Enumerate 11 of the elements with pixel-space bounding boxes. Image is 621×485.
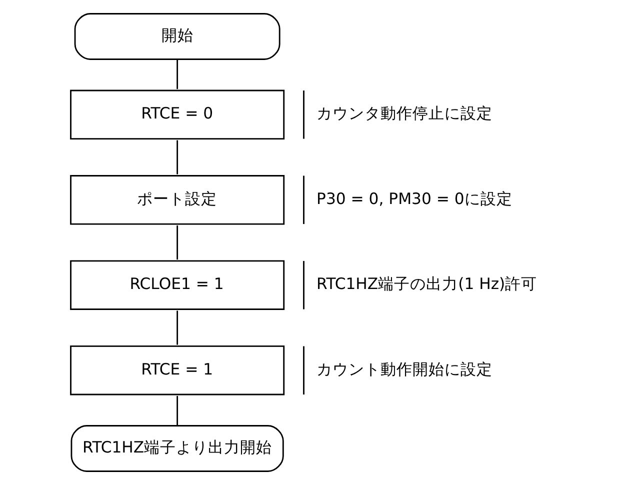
connector	[176, 59, 178, 90]
connector	[176, 310, 178, 345]
node-box: RTC1HZ端子より出力開始	[70, 425, 284, 472]
connector	[176, 396, 178, 426]
node-label: P30 = 0, PM30 = 0に設定	[316, 190, 512, 208]
node-label: カウント動作開始に設定	[316, 360, 493, 378]
node-box: 開始	[74, 13, 280, 60]
connector	[176, 225, 178, 260]
node-label: RTC1HZ端子の出力(1 Hz)許可	[316, 275, 538, 294]
connector	[176, 140, 178, 174]
node-label: カウンタ動作停止に設定	[316, 104, 493, 123]
